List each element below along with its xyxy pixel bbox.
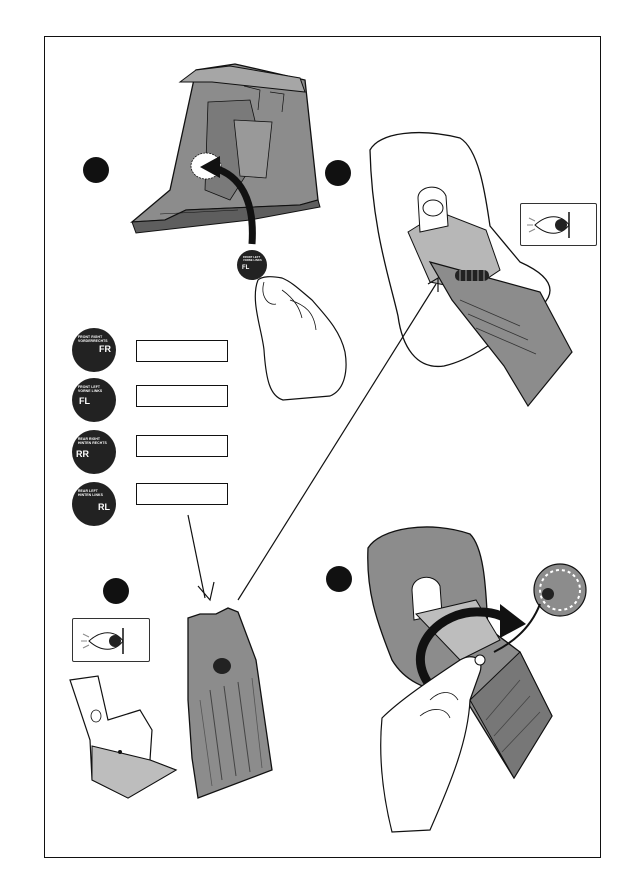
badge-rl: REAR LEFT HINTEN LINKS RL (72, 482, 116, 526)
eye-view-icon-step-2 (520, 203, 597, 246)
badge-rr: REAR RIGHT HINTEN RECHTS RR (72, 430, 116, 474)
eye-view-icon (527, 212, 570, 238)
page-frame (44, 36, 601, 858)
badge-fl: FRONT LEFT VORNE LINKS FL (72, 378, 116, 422)
eye-view-icon-step-3 (72, 618, 150, 662)
knob-icon (493, 563, 587, 653)
eye-view-icon (81, 628, 124, 654)
sticker-fl: FRONT LEFT VORNE LINKS FL (237, 250, 267, 280)
badge-fr-code: FR (99, 344, 111, 354)
rubber-pad-step-3 (187, 607, 273, 799)
badge-fr-caption: FRONT RIGHT VORDERRECHTS (78, 335, 108, 343)
badge-rl-code: RL (98, 502, 110, 512)
step-marker-2 (325, 160, 351, 186)
badge-fl-code: FL (79, 396, 90, 406)
screw-step-2 (455, 270, 489, 281)
step-marker-3 (103, 578, 129, 604)
badge-rr-caption: REAR RIGHT HINTEN RECHTS (78, 437, 107, 445)
badge-rl-caption: REAR LEFT HINTEN LINKS (78, 489, 103, 497)
badge-fr: FRONT RIGHT VORDERRECHTS FR (72, 328, 116, 372)
label-box-rr (136, 435, 228, 457)
badge-fl-caption: FRONT LEFT VORNE LINKS (78, 385, 103, 393)
base-with-pad-step-2 (369, 131, 573, 408)
label-box-rl (136, 483, 228, 505)
hand-step-1 (254, 276, 347, 401)
base-step-4 (367, 526, 587, 833)
step-marker-1 (83, 157, 109, 183)
foot-housing-top-left (130, 63, 321, 245)
hand-icon (380, 654, 486, 833)
label-box-fl (136, 385, 228, 407)
bracket-step-3 (69, 675, 178, 799)
step-marker-4 (326, 566, 352, 592)
badge-rr-code: RR (76, 449, 89, 459)
pointer-line-label (187, 514, 206, 599)
pointer-line-pad (237, 283, 437, 601)
sticker-caption: FRONT LEFT VORNE LINKS (243, 256, 262, 262)
sticker-code: FL (242, 265, 250, 271)
label-box-fr (136, 340, 228, 362)
